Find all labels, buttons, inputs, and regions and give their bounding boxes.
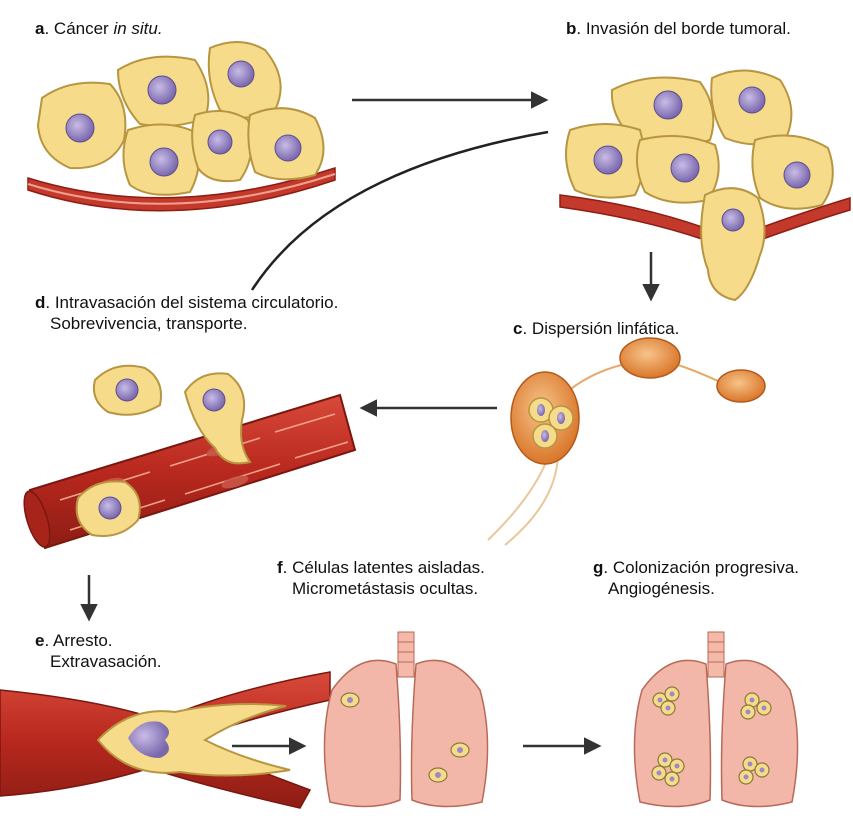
lung-right bbox=[412, 660, 488, 806]
nucleus bbox=[203, 389, 225, 411]
nucleus bbox=[671, 154, 699, 182]
panel-d-vessel bbox=[19, 366, 355, 550]
nucleus bbox=[228, 61, 254, 87]
nucleus bbox=[148, 76, 176, 104]
blood-vessel bbox=[30, 395, 355, 548]
nucleus bbox=[594, 146, 622, 174]
nucleus bbox=[654, 91, 682, 119]
panel-b-invasion bbox=[560, 70, 850, 300]
nucleus bbox=[784, 162, 810, 188]
nucleus bbox=[739, 87, 765, 113]
nucleus bbox=[541, 430, 549, 442]
invading-cell bbox=[701, 188, 764, 300]
panel-f-lungs bbox=[324, 632, 487, 807]
nucleus bbox=[150, 148, 178, 176]
lymph-node bbox=[717, 370, 765, 402]
panel-e-arrest bbox=[0, 672, 330, 808]
nucleus bbox=[722, 209, 744, 231]
nucleus bbox=[275, 135, 301, 161]
lung-right bbox=[722, 660, 798, 806]
nucleus bbox=[557, 412, 565, 424]
nucleus bbox=[116, 379, 138, 401]
lung-left bbox=[324, 660, 400, 806]
nucleus bbox=[208, 130, 232, 154]
trachea bbox=[398, 632, 414, 677]
nucleus bbox=[66, 114, 94, 142]
nucleus bbox=[537, 404, 545, 416]
panel-g-lungs bbox=[634, 632, 797, 807]
lymph-node bbox=[620, 338, 680, 378]
panel-a-cell-cluster bbox=[28, 42, 335, 211]
trachea bbox=[708, 632, 724, 677]
panel-c-lymph bbox=[488, 338, 765, 545]
nucleus bbox=[99, 497, 121, 519]
